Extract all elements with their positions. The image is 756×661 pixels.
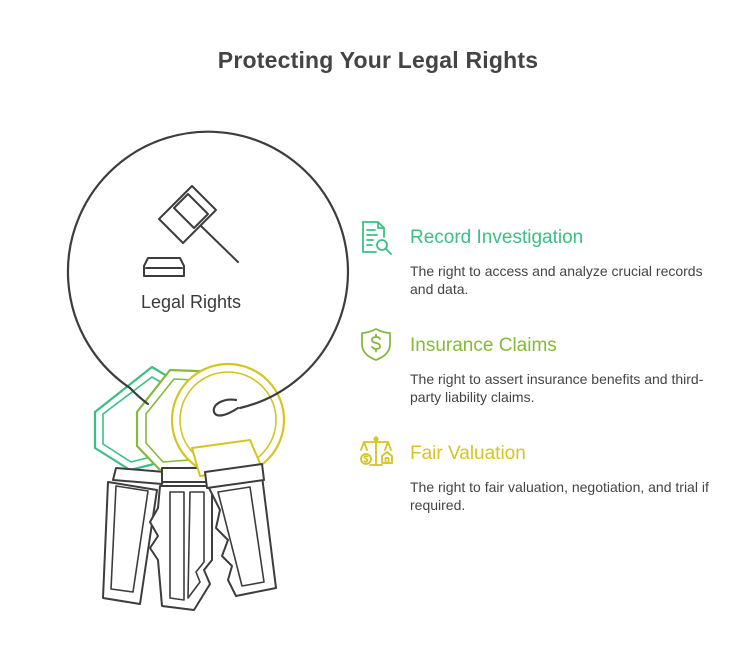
key-yellow (170, 362, 286, 597)
center-label: Legal Rights (140, 292, 242, 312)
item-heading-insurance-claims: Insurance Claims (410, 335, 557, 356)
item-description-record-investigation: The right to access and analyze crucial … (410, 263, 703, 297)
balance-scale-icon (360, 436, 393, 466)
page-title: Protecting Your Legal Rights (217, 47, 539, 73)
key-ring (66, 130, 350, 417)
document-search-icon (362, 221, 392, 255)
gavel-icon (143, 185, 239, 277)
item-description-insurance-claims: The right to assert insurance benefits a… (410, 371, 704, 405)
item-heading-fair-valuation: Fair Valuation (410, 443, 526, 464)
item-description-fair-valuation: The right to fair valuation, negotiation… (410, 479, 709, 513)
item-heading-record-investigation: Record Investigation (410, 227, 584, 248)
dollar-shield-icon (361, 328, 391, 361)
